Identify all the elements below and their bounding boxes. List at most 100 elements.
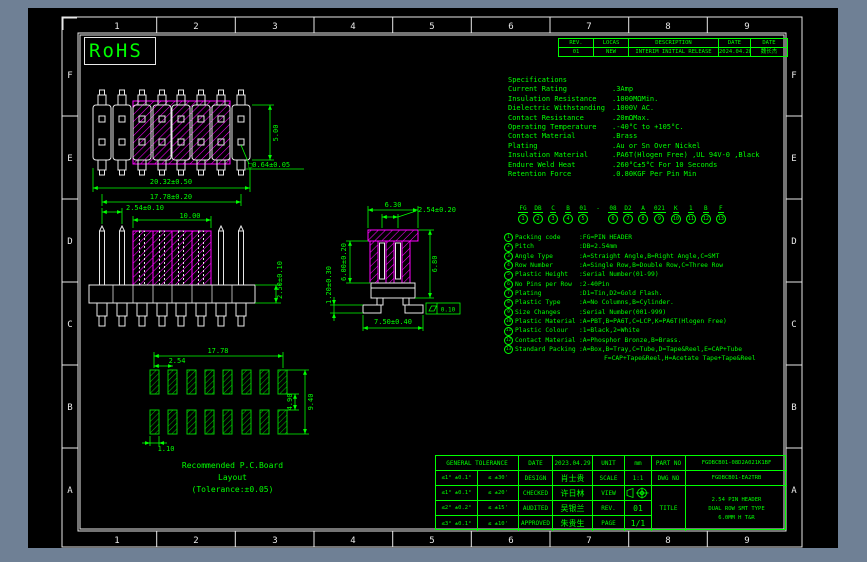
dim-span: 17.78±0.20 (150, 193, 192, 201)
spec-item: Insulation Resistance.1000MΩMin. (508, 94, 659, 103)
svg-text:3: 3 (272, 536, 277, 546)
specs-title: Specifications (508, 76, 568, 84)
design-label: DESIGN (519, 471, 553, 486)
svg-text:9: 9 (744, 536, 749, 546)
dim-foot-span: 7.50±0.40 (374, 318, 412, 326)
audited-value: 吴银兰 (553, 501, 593, 516)
svg-text:B: B (67, 403, 72, 413)
part-no-label: PART NO (652, 456, 686, 471)
dim-body: 10.00 (179, 212, 200, 220)
tolerance-cell: ≤ ±10' (478, 516, 519, 531)
spec-item: Endure Weld Heat.260°C±5°C For 10 Second… (508, 160, 718, 169)
unit-label: UNIT (593, 456, 625, 471)
page-label: PAGE (593, 516, 625, 531)
page-value: 1/1 (625, 516, 652, 531)
legend-item-continuation: F=CAP+Tape&Reel,H=Acetate Tape+Tape&Reel (604, 355, 756, 363)
svg-text:4: 4 (350, 22, 355, 32)
svg-text:E: E (67, 154, 72, 164)
svg-text:C: C (791, 320, 796, 330)
dim-pad-width: 1.10 (158, 445, 175, 453)
spec-item: Contact Material.Brass (508, 132, 638, 141)
svg-text:D: D (67, 237, 72, 247)
tolerance-cell: ≤ ±20' (478, 486, 519, 501)
top-view: 5.00 □0.64±0.05 (92, 89, 304, 176)
svg-text:5: 5 (429, 536, 434, 546)
scale-label: SCALE (593, 471, 625, 486)
spec-item: Plating.Au or Sn Over Nickel (508, 141, 701, 150)
svg-text:F: F (791, 71, 796, 81)
rev-header: REV. (569, 40, 583, 46)
specifications: Specifications Current Rating.3Amp Insul… (508, 76, 790, 179)
part-no-value: FGDBCB01-08D2A021K1BF (686, 456, 787, 471)
svg-text:A: A (67, 486, 73, 496)
svg-text:B: B (791, 403, 796, 413)
tolerance-cell: ≤3° ±0.1° (436, 516, 478, 531)
rohs-badge: RoHS (84, 37, 156, 65)
sheet-frame (61, 16, 803, 548)
svg-text:1: 1 (114, 22, 119, 32)
dim-pcb-span: 17.78 (207, 347, 228, 355)
svg-text:4: 4 (350, 536, 355, 546)
svg-text:A: A (791, 486, 797, 496)
svg-text:9: 9 (744, 22, 749, 32)
svg-text:3: 3 (272, 22, 277, 32)
date-header: DATE (718, 39, 750, 47)
general-tolerance-header: GENERAL TOLERANCE (436, 456, 519, 471)
spec-item: Dielectric Withstanding.1000V AC. (508, 104, 655, 113)
tolerance-cell: ≤ ±30' (478, 471, 519, 486)
svg-text:7: 7 (586, 536, 591, 546)
dim-pin-square: □0.64±0.05 (248, 161, 290, 169)
view-label: VIEW (593, 486, 625, 501)
signature-value: 魏长杰 (750, 48, 787, 56)
tolerance-cell: ≤1° ±0.1° (436, 471, 478, 486)
date-label: DATE (519, 456, 553, 471)
rev-value: 01 (572, 49, 580, 55)
code-token-dash: - (596, 205, 600, 212)
svg-text:F: F (67, 71, 72, 81)
svg-text:E: E (791, 154, 796, 164)
checked-label: CHECKED (519, 486, 553, 501)
side-view: 6.30 2.54±0.20 6.00±0.20 1.20±0.30 6.80 … (325, 201, 461, 331)
dim-base-height: 2.50±0.10 (276, 261, 284, 299)
flatness-value: 0.10 (441, 307, 456, 314)
dwg-no-label: DWG NO (652, 471, 686, 486)
date-value: 2024.04.28 (718, 48, 750, 56)
svg-text:6: 6 (508, 22, 513, 32)
spec-item: Retention Force.0.80KGF Per Pin Min (508, 170, 697, 179)
dim-housing-height: 5.00 (272, 125, 280, 142)
dim-row-pitch: 2.54±0.20 (418, 206, 456, 214)
checked-value: 许日林 (553, 486, 593, 501)
svg-text:5: 5 (429, 22, 434, 32)
description-header: DESCRIPTION (628, 39, 718, 47)
dim-body-height: 6.00±0.20 (340, 243, 348, 281)
svg-text:2: 2 (193, 22, 198, 32)
tolerance-cell: ≤1° ±0.1° (436, 486, 478, 501)
audited-label: AUDITED (519, 501, 553, 516)
rev-value: 01 (625, 501, 652, 516)
spec-item: Operating Temperature.-40°C to +105°C. (508, 123, 684, 132)
dim-pcb-pitch: 2.54 (169, 357, 186, 365)
unit-value: mm (625, 456, 652, 471)
spec-item: Insulation Material.PA6T(Hlogen Free) ,U… (508, 151, 760, 160)
dim-lead-thickness: 1.20±0.30 (325, 266, 333, 304)
